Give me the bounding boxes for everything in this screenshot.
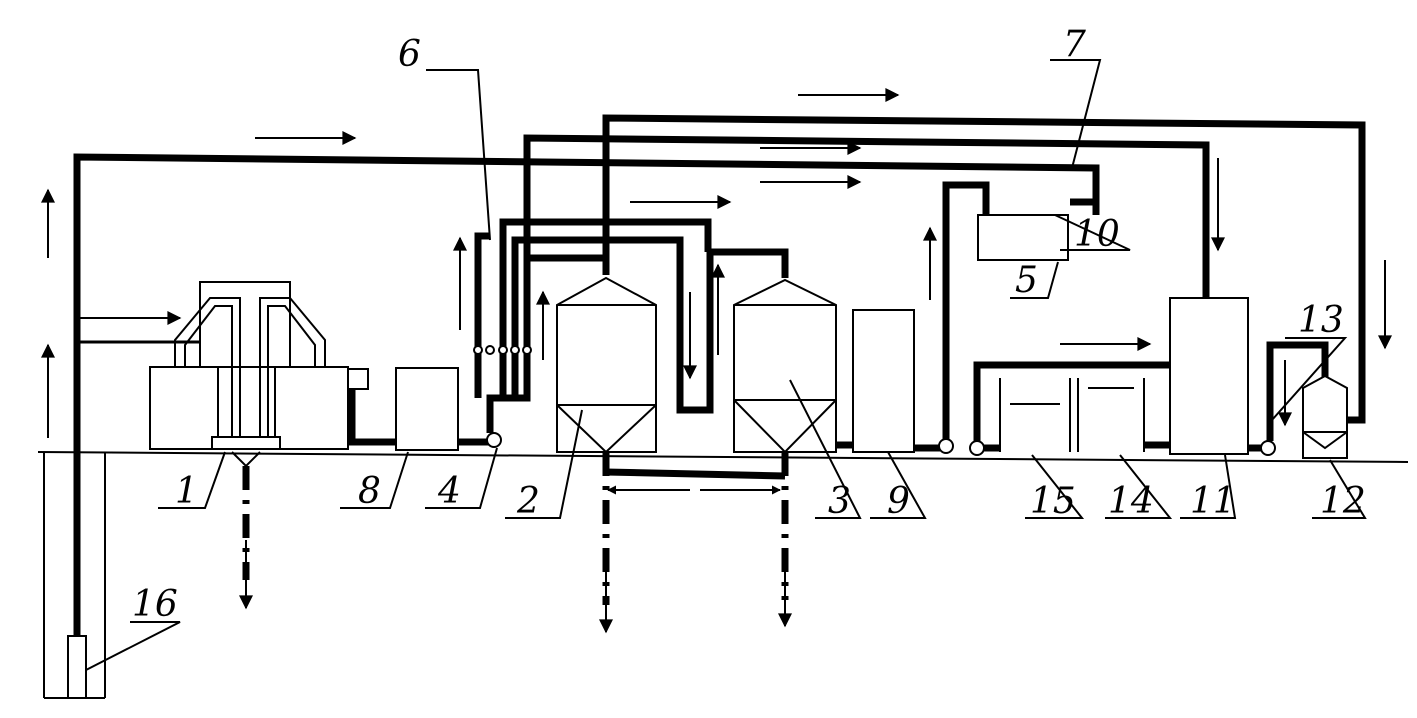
label-1: 1 [175,471,198,512]
label-4: 4 [437,471,461,512]
unit-12 [1302,374,1348,459]
pump-15 [969,440,985,456]
leader-lines [85,59,1367,671]
tank-3 [733,278,837,454]
pipe-2-3-bottom [605,468,786,480]
flow-arrows [41,88,1392,634]
well-16 [43,452,106,699]
label-9: 9 [887,481,910,522]
unit-1 [149,281,369,468]
label-5: 5 [1015,260,1038,301]
label-14: 14 [1108,481,1154,522]
label-6: 6 [398,34,421,75]
unit-5 [977,214,1069,261]
ground-line [37,451,1409,463]
tank-14 [1077,378,1145,452]
pipe-to-5 [942,181,990,439]
unit-11 [1169,297,1249,455]
label-15: 15 [1030,481,1076,522]
unit-8 [395,367,459,451]
submersible-pump-16 [67,635,87,699]
label-13: 13 [1298,300,1344,341]
label-7: 7 [1063,24,1086,65]
label-16: 16 [132,584,178,625]
pipe-to-11-top [973,361,1170,441]
label-8: 8 [358,471,381,512]
tank-15 [999,378,1071,452]
label-10: 10 [1074,214,1120,255]
tank-2 [556,276,657,454]
unit-9 [852,309,915,453]
pump-9 [938,438,954,454]
label-3: 3 [828,481,851,522]
pump-4 [486,432,502,448]
pipe-7-end [1070,198,1100,215]
pipe-well-to-5 [73,153,1100,636]
label-12: 12 [1320,481,1366,522]
label-11: 11 [1190,481,1236,522]
pipe-1-to-8 [348,389,396,446]
label-2: 2 [516,481,540,522]
pump-12 [1260,440,1276,456]
